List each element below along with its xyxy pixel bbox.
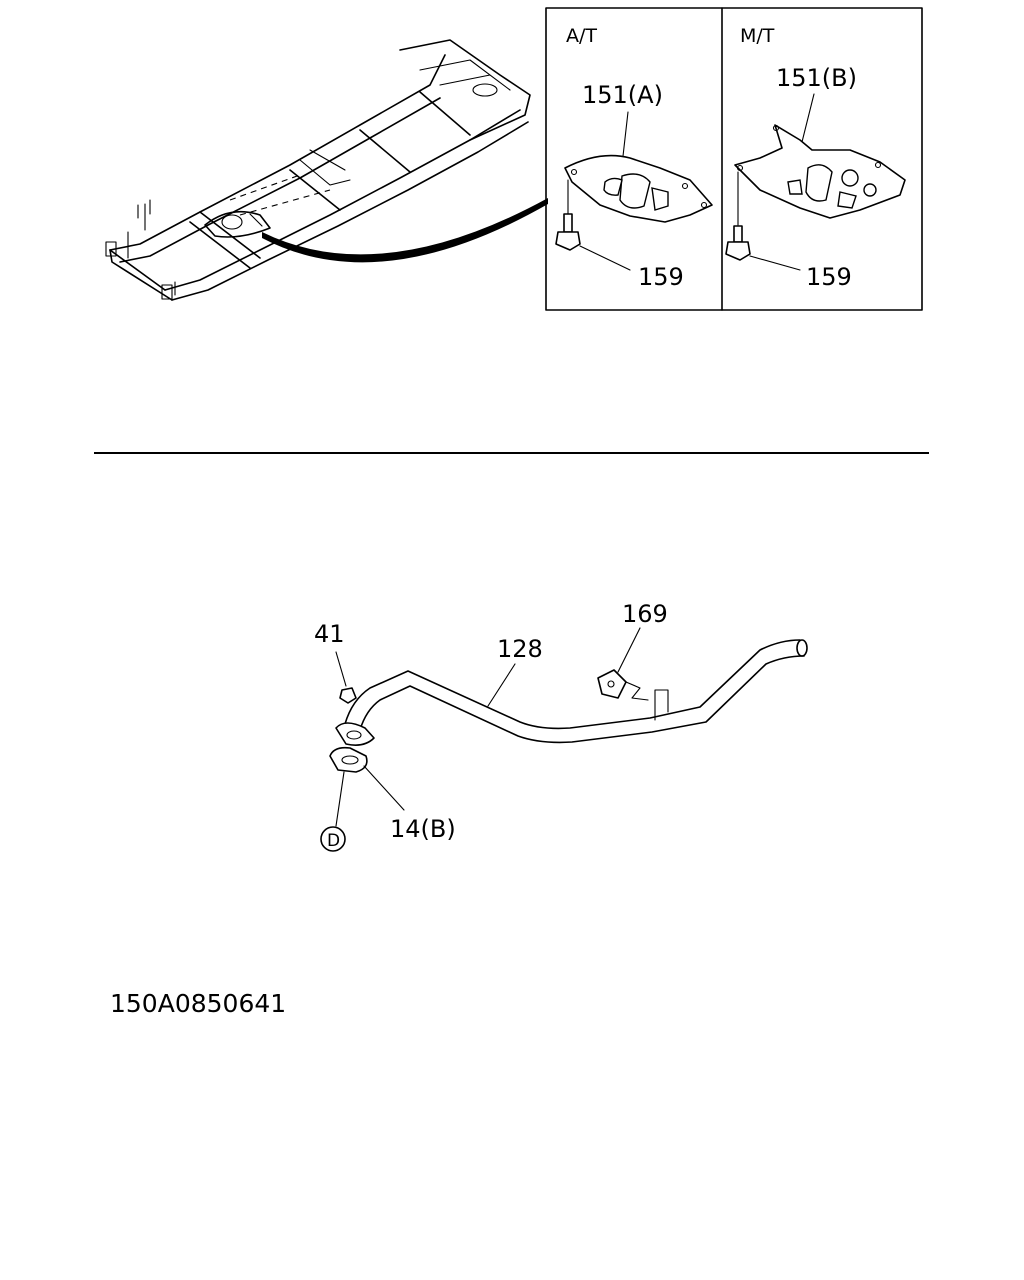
crossmember-plate-at <box>564 154 713 223</box>
chassis-frame-drawing <box>105 39 548 301</box>
crossmember-plate-mt <box>734 124 906 219</box>
label-gasket: 14(B) <box>390 815 456 843</box>
bolt-at <box>555 213 581 251</box>
exhaust-pipe-drawing <box>320 627 808 852</box>
part-label-151a: 151(A) <box>582 81 663 109</box>
bolt-mt <box>725 225 751 261</box>
panel-header-at: A/T <box>566 25 597 47</box>
label-nut: 41 <box>314 620 345 648</box>
inset-panel-at: A/T 151(A) 159 <box>555 25 713 291</box>
inset-panel-mt: M/T 151(B) 159 <box>725 25 906 291</box>
label-hanger: 169 <box>622 600 668 628</box>
connector-circle <box>320 826 346 852</box>
inset-box <box>545 7 923 311</box>
label-pipe: 128 <box>497 635 543 663</box>
part-label-151b: 151(B) <box>776 64 857 92</box>
label-connector: D <box>327 831 340 851</box>
document-code: 150A0850641 <box>110 989 286 1018</box>
bolt-label-mt: 159 <box>806 263 852 291</box>
bolt-label-at: 159 <box>638 263 684 291</box>
panel-header-mt: M/T <box>740 25 775 47</box>
